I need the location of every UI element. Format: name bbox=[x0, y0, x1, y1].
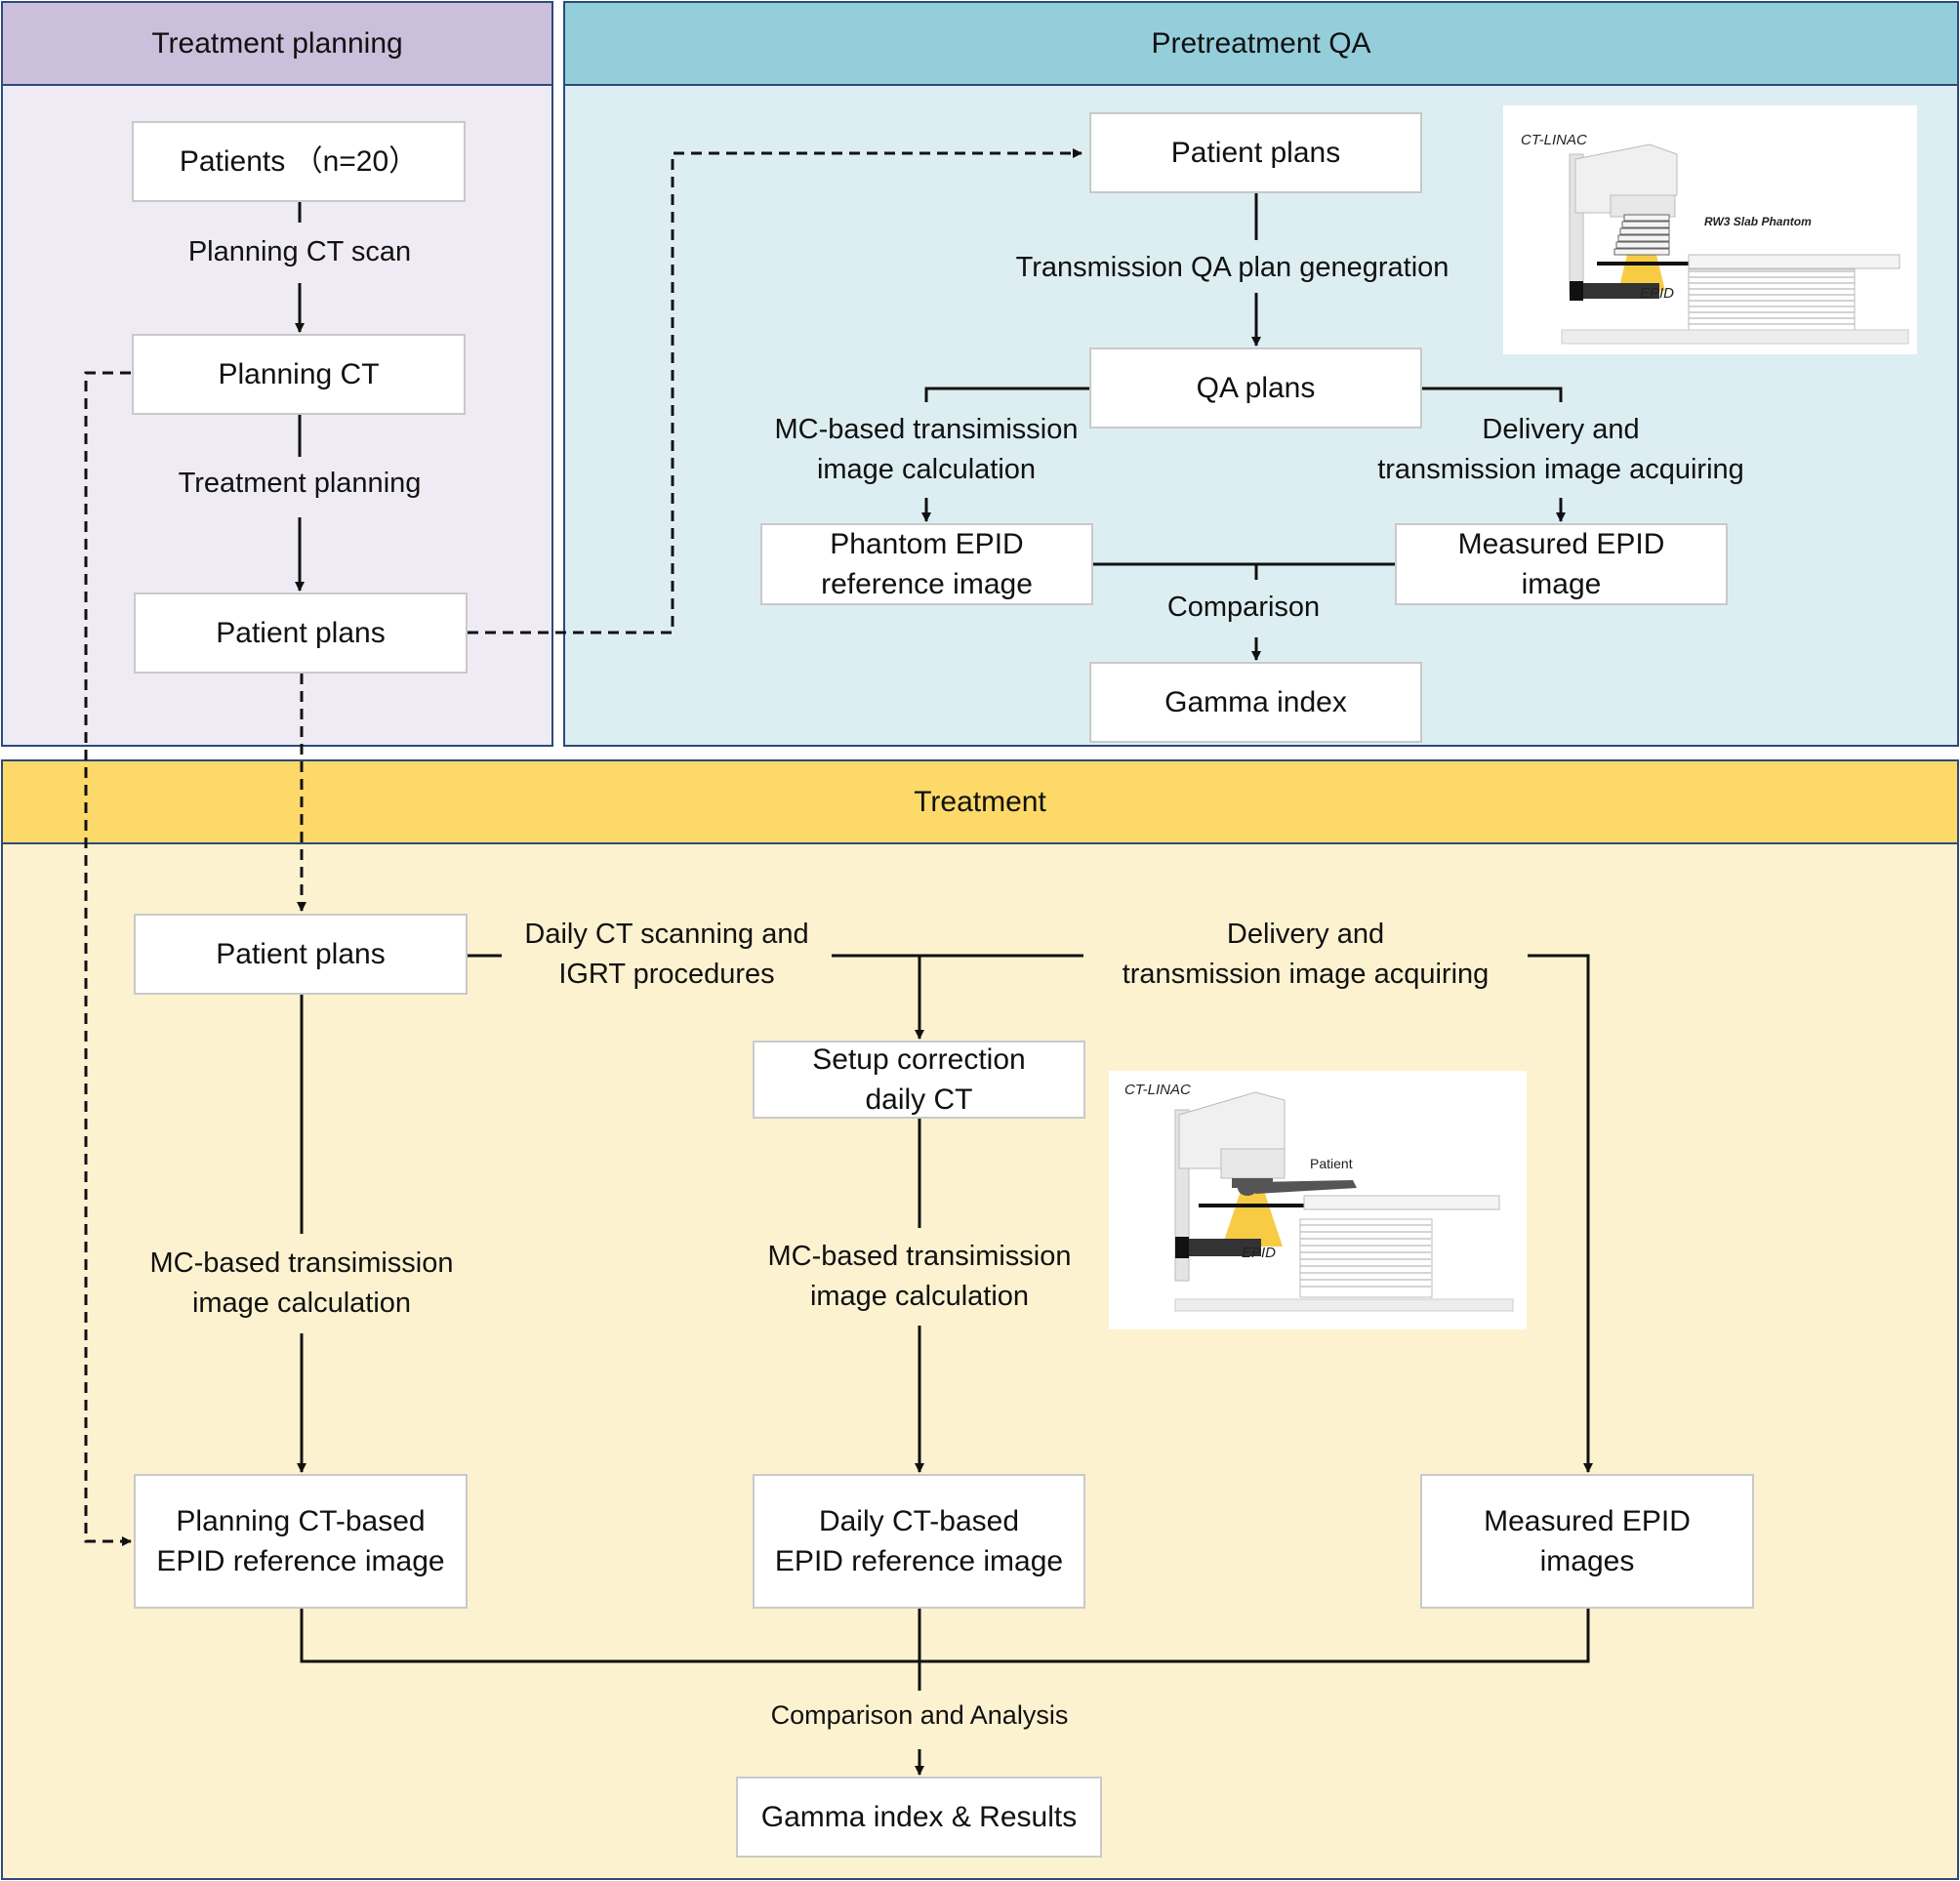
treatment-title: Treatment bbox=[914, 785, 1046, 818]
treatment-planning-header: Treatment planning bbox=[3, 3, 551, 86]
qa-delivery-line2: transmission image acquiring bbox=[1377, 454, 1744, 486]
treatment-mc-calc-mid-label: MC-based transimission image calculation bbox=[749, 1237, 1090, 1317]
treatment-delivery-line2: transmission image acquiring bbox=[1122, 959, 1490, 991]
qa-mc-calc-line2: image calculation bbox=[816, 454, 1037, 486]
treatment-planning-title: Treatment planning bbox=[151, 26, 403, 60]
gamma-results-text: Gamma index & Results bbox=[760, 1800, 1078, 1833]
epid-label: EPID bbox=[1640, 285, 1674, 302]
ct-linac-phantom-illustration: CT-LINAC RW3 Slab Phantom bbox=[1503, 105, 1917, 354]
setup-correction-box: Setup correction daily CT bbox=[753, 1041, 1085, 1119]
planning-ct-scan-text: Planning CT scan bbox=[187, 236, 412, 267]
ct-linac-label: CT-LINAC bbox=[1521, 132, 1587, 148]
qa-patient-plans-box: Patient plans bbox=[1089, 112, 1422, 193]
qa-plans-box: QA plans bbox=[1089, 348, 1422, 429]
qa-patient-plans-text: Patient plans bbox=[1170, 136, 1341, 169]
dashed-arrow-planning-ct-to-ref bbox=[84, 371, 132, 1546]
treatment-patient-plans-box: Patient plans bbox=[134, 914, 468, 995]
patients-text: Patients （n=20） bbox=[179, 144, 419, 178]
treatment-delivery-label: Delivery and transmission image acquirin… bbox=[1083, 915, 1528, 995]
measured-epid-images-line1: Measured EPID bbox=[1484, 1504, 1691, 1537]
daily-ct-scanning-label: Daily CT scanning and IGRT procedures bbox=[502, 915, 832, 995]
treatment-planning-step-label: Treatment planning bbox=[134, 464, 466, 504]
treatment-mc-calc-left-label: MC-based transimission image calculation bbox=[131, 1244, 472, 1324]
phantom-ref-line1: Phantom EPID bbox=[830, 527, 1024, 560]
arrow-to-measured-epid-images bbox=[1528, 954, 1593, 1473]
planning-ct-epid-reference-box: Planning CT-based EPID reference image bbox=[134, 1474, 468, 1609]
treatment-patient-plans-text: Patient plans bbox=[216, 937, 386, 970]
qa-measured-line2: image bbox=[1521, 568, 1602, 600]
rw3-slab-phantom-label: RW3 Slab Phantom bbox=[1704, 215, 1812, 228]
qa-plan-generation-text: Transmission QA plan genegration bbox=[1015, 252, 1450, 283]
mc-calc-mid-line1: MC-based transimission bbox=[767, 1241, 1072, 1272]
planning-ct-ref-line1: Planning CT-based bbox=[176, 1504, 426, 1537]
daily-ct-line2: IGRT procedures bbox=[558, 959, 775, 991]
setup-correction-line1: Setup correction bbox=[812, 1043, 1026, 1076]
planning-ct-scan-label: Planning CT scan bbox=[134, 232, 466, 272]
qa-mc-calc-label: MC-based transimission image calculation bbox=[751, 410, 1102, 490]
qa-comparison-label: Comparison bbox=[1097, 588, 1390, 628]
qa-delivery-label: Delivery and transmission image acquirin… bbox=[1346, 410, 1776, 490]
patients-box: Patients （n=20） bbox=[132, 121, 466, 202]
planning-ct-ref-line2: EPID reference image bbox=[156, 1545, 445, 1577]
treatment-delivery-line1: Delivery and bbox=[1226, 919, 1385, 950]
connector-qa-right-branch bbox=[1421, 387, 1563, 402]
gamma-index-text: Gamma index bbox=[1164, 685, 1347, 718]
qa-measured-epid-box: Measured EPID image bbox=[1395, 523, 1728, 605]
daily-ct-epid-reference-box: Daily CT-based EPID reference image bbox=[753, 1474, 1085, 1609]
phantom-ref-line2: reference image bbox=[821, 568, 1033, 600]
comparison-analysis-label: Comparison and Analysis bbox=[724, 1697, 1115, 1734]
treatment-planning-step-text: Treatment planning bbox=[178, 468, 422, 499]
comparison-analysis-text: Comparison and Analysis bbox=[770, 1700, 1069, 1730]
daily-ct-line1: Daily CT scanning and bbox=[524, 919, 809, 950]
ct-linac-patient-illustration: CT-LINAC Patient EPID bbox=[1109, 1071, 1527, 1329]
connector-results-bus bbox=[300, 1609, 1590, 1663]
qa-measured-line1: Measured EPID bbox=[1457, 527, 1665, 560]
qa-delivery-line1: Delivery and bbox=[1482, 414, 1640, 445]
daily-ct-ref-line2: EPID reference image bbox=[774, 1545, 1064, 1577]
mc-calc-left-line2: image calculation bbox=[191, 1288, 412, 1320]
patient-plans-box: Patient plans bbox=[134, 593, 468, 674]
ct-linac-label-2: CT-LINAC bbox=[1124, 1082, 1191, 1098]
patient-label: Patient bbox=[1310, 1156, 1353, 1171]
planning-ct-box: Planning CT bbox=[132, 334, 466, 415]
dashed-arrow-to-qa-plans bbox=[468, 148, 1082, 634]
mc-calc-mid-line2: image calculation bbox=[809, 1281, 1030, 1313]
treatment-header: Treatment bbox=[3, 761, 1957, 844]
mc-calc-left-line1: MC-based transimission bbox=[149, 1247, 454, 1279]
pretreatment-qa-title: Pretreatment QA bbox=[1151, 26, 1371, 60]
connector-qa-left-branch bbox=[924, 387, 1089, 402]
daily-ct-ref-line1: Daily CT-based bbox=[818, 1504, 1020, 1537]
qa-mc-calc-line1: MC-based transimission bbox=[774, 414, 1079, 445]
qa-comparison-text: Comparison bbox=[1166, 592, 1321, 623]
gamma-index-box: Gamma index bbox=[1089, 662, 1422, 743]
phantom-epid-reference-box: Phantom EPID reference image bbox=[760, 523, 1093, 605]
gamma-results-box: Gamma index & Results bbox=[736, 1777, 1102, 1858]
qa-plans-text: QA plans bbox=[1196, 371, 1316, 404]
setup-correction-line2: daily CT bbox=[865, 1084, 973, 1116]
pretreatment-qa-header: Pretreatment QA bbox=[565, 3, 1957, 86]
measured-epid-images-box: Measured EPID images bbox=[1420, 1474, 1754, 1609]
epid-label-2: EPID bbox=[1242, 1245, 1276, 1261]
qa-plan-generation-label: Transmission QA plan genegration bbox=[976, 248, 1489, 288]
patient-plans-text: Patient plans bbox=[216, 616, 386, 649]
measured-epid-images-line2: images bbox=[1539, 1545, 1635, 1577]
planning-ct-text: Planning CT bbox=[218, 357, 380, 390]
